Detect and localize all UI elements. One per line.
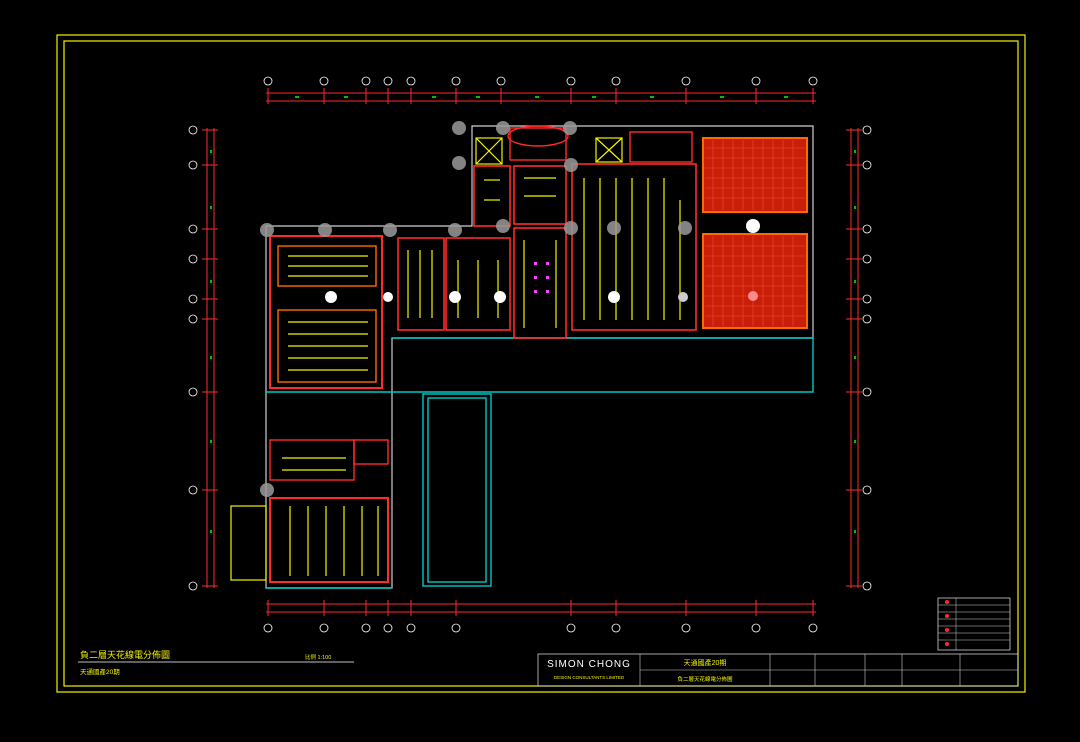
- grid-ceiling-panels: [702, 137, 808, 329]
- rooms-lower-left: [269, 439, 389, 583]
- grid-markers: [260, 121, 692, 497]
- fixture-icon: [383, 292, 393, 302]
- top-dimension-line: [266, 88, 816, 104]
- fixture-icon: [449, 291, 461, 303]
- fixture-icon: [748, 291, 758, 301]
- legend-symbol-icon: [945, 642, 949, 646]
- external-bay: [230, 505, 267, 581]
- legend-symbol-icon: [945, 628, 949, 632]
- grid-bubbles-left: [188, 125, 198, 591]
- sheet-scale: 比例 1:100: [305, 653, 331, 661]
- lift-shafts: [475, 137, 623, 165]
- bottom-dimension-line: [266, 600, 816, 616]
- grid-bubbles-right: [862, 125, 872, 591]
- legend-symbol-icon: [945, 600, 949, 604]
- fixture-icon: [746, 219, 760, 233]
- fixture-icon: [678, 292, 688, 302]
- title-block: SIMON CHONG DESIGN CONSULTANTS LIMITED 天…: [537, 653, 1019, 687]
- fixture-icon: [494, 291, 506, 303]
- top-alcoves: [507, 125, 693, 163]
- firm-name: SIMON CHONG: [547, 659, 631, 670]
- void-outlines: [266, 337, 814, 589]
- floor-plan: [210, 121, 856, 589]
- right-dimension-line: [846, 128, 862, 588]
- rooms-center: [397, 163, 697, 339]
- left-dimension-line: [202, 128, 218, 588]
- grid-bubbles-bottom: [263, 623, 818, 633]
- project-name: 天通國產20期: [684, 658, 727, 667]
- sheet-title: 負二層天花線電分佈圖: [80, 649, 170, 660]
- fixture-icon: [325, 291, 337, 303]
- sheet-title-area: 負二層天花線電分佈圖 天通國產20期 比例 1:100: [78, 649, 354, 676]
- legend-symbol-icon: [945, 614, 949, 618]
- room-left-upper: [269, 235, 393, 389]
- legend-table: [937, 597, 1011, 651]
- grid-bubbles-top: [263, 76, 818, 86]
- sheet-subtitle: 天通國產20期: [80, 667, 120, 676]
- drawing-name: 負二層天花線電分佈圖: [677, 675, 733, 683]
- fixture-icon: [608, 291, 620, 303]
- sheet-outer-border: [56, 34, 1026, 693]
- dim-ticks-left: [210, 150, 856, 533]
- firm-subtitle: DESIGN CONSULTANTS LIMITED: [554, 675, 625, 680]
